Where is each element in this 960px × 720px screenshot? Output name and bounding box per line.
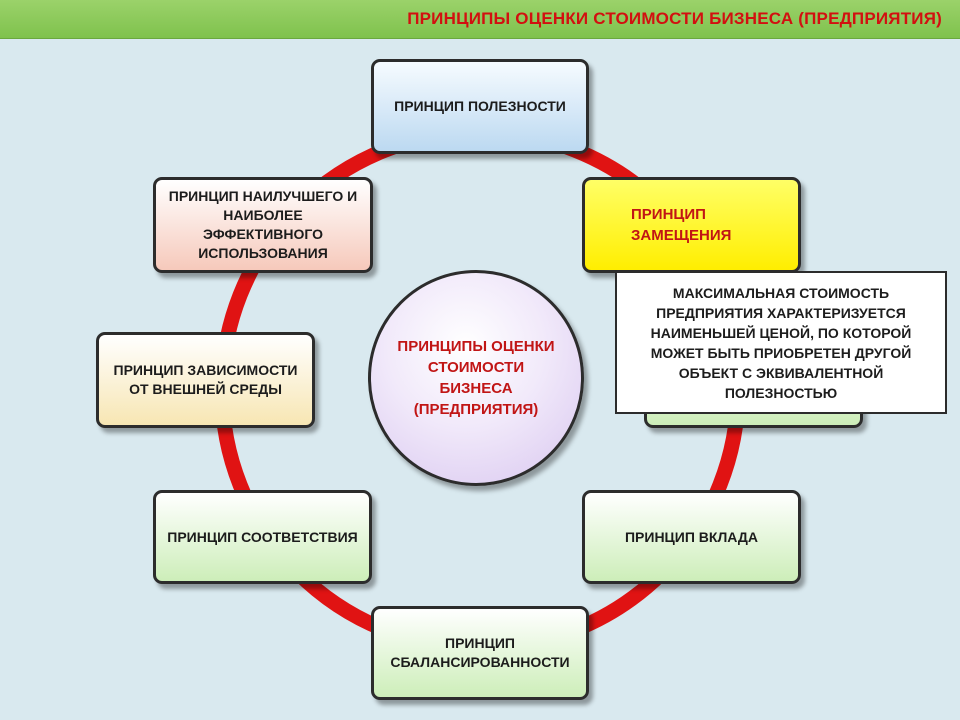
node-contribution[interactable]: ПРИНЦИП ВКЛАДА: [582, 490, 801, 584]
title-bar: ПРИНЦИПЫ ОЦЕНКИ СТОИМОСТИ БИЗНЕСА (ПРЕДП…: [0, 0, 960, 39]
node-external-dependency[interactable]: ПРИНЦИП ЗАВИСИМОСТИ ОТ ВНЕШНЕЙ СРЕДЫ: [96, 332, 315, 428]
page-title: ПРИНЦИПЫ ОЦЕНКИ СТОИМОСТИ БИЗНЕСА (ПРЕДП…: [407, 9, 942, 28]
node-utility[interactable]: ПРИНЦИП ПОЛЕЗНОСТИ: [371, 59, 589, 154]
substitution-callout: МАКСИМАЛЬНАЯ СТОИМОСТЬ ПРЕДПРИЯТИЯ ХАРАК…: [615, 271, 947, 414]
node-conformity[interactable]: ПРИНЦИП СООТВЕТСТВИЯ: [153, 490, 372, 584]
substitution-callout-text: МАКСИМАЛЬНАЯ СТОИМОСТЬ ПРЕДПРИЯТИЯ ХАРАК…: [650, 284, 912, 401]
node-substitution-label: ПРИНЦИП ЗАМЕЩЕНИЯ: [631, 206, 732, 244]
node-substitution[interactable]: ПРИНЦИП ЗАМЕЩЕНИЯ: [582, 177, 801, 273]
node-utility-label: ПРИНЦИП ПОЛЕЗНОСТИ: [394, 98, 566, 114]
center-circle: ПРИНЦИПЫ ОЦЕНКИ СТОИМОСТИ БИЗНЕСА (ПРЕДП…: [368, 270, 584, 486]
node-balance-label: ПРИНЦИП СБАЛАНСИРОВАННОСТИ: [390, 635, 570, 670]
node-conformity-label: ПРИНЦИП СООТВЕТСТВИЯ: [167, 528, 358, 545]
node-contribution-label: ПРИНЦИП ВКЛАДА: [624, 528, 758, 545]
node-best-use-label: ПРИНЦИП НАИЛУЧШЕГО И НАИБОЛЕЕ ЭФФЕКТИВНО…: [168, 188, 358, 261]
center-circle-label: ПРИНЦИПЫ ОЦЕНКИ СТОИМОСТИ БИЗНЕСА (ПРЕДП…: [397, 338, 555, 418]
node-external-dependency-label: ПРИНЦИП ЗАВИСИМОСТИ ОТ ВНЕШНЕЙ СРЕДЫ: [113, 362, 298, 397]
node-best-use[interactable]: ПРИНЦИП НАИЛУЧШЕГО И НАИБОЛЕЕ ЭФФЕКТИВНО…: [153, 177, 373, 273]
node-balance[interactable]: ПРИНЦИП СБАЛАНСИРОВАННОСТИ: [371, 606, 589, 700]
